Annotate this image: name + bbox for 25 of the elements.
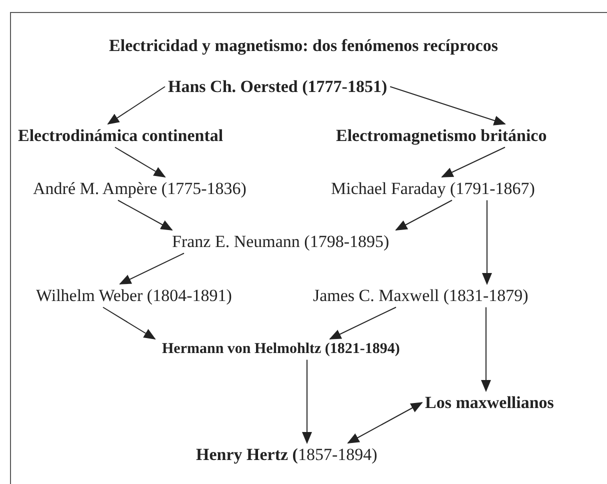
person-label: Hans Ch. Oersted (1777-1851) [168,76,388,98]
arrow [302,359,312,444]
person-label: Henry Hertz (1857-1894) [196,444,378,466]
person-label: Franz E. Neumann (1798-1895) [172,231,390,252]
arrow [118,200,173,230]
person-label: Wilhelm Weber (1804-1891) [36,285,232,306]
arrow [102,306,156,340]
arrow [119,252,184,284]
person-label: James C. Maxwell (1831-1879) [313,285,528,306]
arrow [114,146,166,178]
arrow [107,86,166,125]
person-label: Electromagnetismo británico [336,125,547,146]
arrow [329,306,396,340]
arrow [395,200,452,230]
title: Electricidad y magnetismo: dos fenómenos recíprocos [108,35,499,57]
person-label: Los maxwellianos [425,392,554,414]
arrow [482,200,492,285]
person-label: Electrodinámica continental [18,125,224,146]
arrow [347,402,423,444]
person-label: Hermann von Helmohltz (1821-1894) [162,340,400,359]
arrow [481,306,491,392]
arrow [390,86,506,126]
person-label: André M. Ampère (1775-1836) [33,178,246,200]
person-label: Michael Faraday (1791-1867) [331,178,535,200]
arrow [441,146,506,178]
